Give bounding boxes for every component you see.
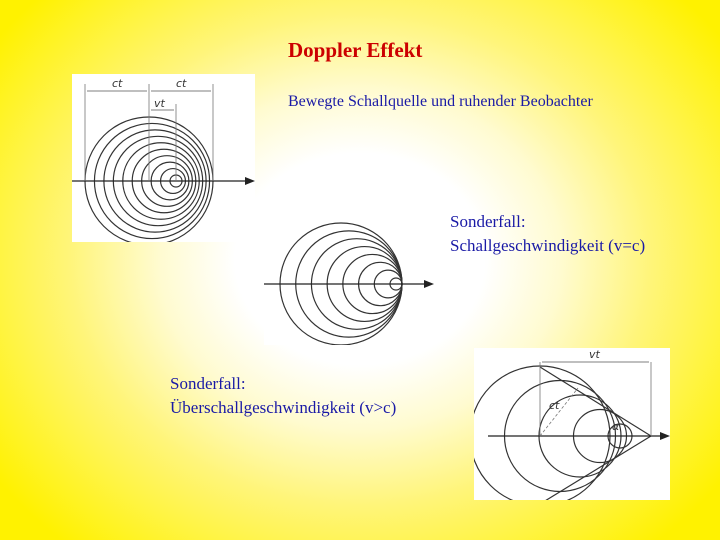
mach-cone-lower bbox=[545, 435, 652, 500]
axis-arrowhead bbox=[660, 432, 670, 440]
sonderfall-schall-line1: Sonderfall: bbox=[450, 212, 526, 231]
doppler-subsonic-diagram: ct ct vt bbox=[72, 74, 255, 242]
label-vt: vt bbox=[589, 348, 601, 361]
label-ct: ct bbox=[549, 399, 560, 412]
label-vt: vt bbox=[154, 97, 166, 110]
slide-subtitle: Bewegte Schallquelle und ruhender Beobac… bbox=[288, 93, 593, 110]
slide-title: Doppler Effekt bbox=[288, 38, 423, 62]
doppler-subsonic-svg: ct ct vt bbox=[72, 77, 255, 242]
sonderfall-ueberschall-line2: Überschallgeschwindigkeit (v>c) bbox=[170, 398, 397, 417]
doppler-sonic-diagram bbox=[264, 222, 434, 345]
radius-ct bbox=[539, 387, 579, 437]
label-alpha: α bbox=[612, 420, 620, 433]
sonderfall-ueberschall-label: Sonderfall: Überschallgeschwindigkeit (v… bbox=[170, 372, 396, 420]
wavefront-circles bbox=[474, 365, 633, 500]
sonderfall-schall-line2: Schallgeschwindigkeit (v=c) bbox=[450, 236, 646, 255]
mach-cone-upper bbox=[539, 366, 652, 437]
doppler-supersonic-svg: vt ct α bbox=[474, 348, 670, 500]
wavefront-circle bbox=[474, 365, 611, 500]
doppler-supersonic-diagram: vt ct α bbox=[474, 348, 670, 500]
axis-arrowhead bbox=[245, 177, 255, 185]
axis-arrowhead bbox=[424, 280, 434, 288]
sonderfall-schall-label: Sonderfall: Schallgeschwindigkeit (v=c) bbox=[450, 210, 645, 258]
doppler-sonic-svg bbox=[264, 222, 434, 345]
sonderfall-ueberschall-line1: Sonderfall: bbox=[170, 374, 246, 393]
label-ct-right: ct bbox=[176, 77, 187, 90]
label-ct-left: ct bbox=[112, 77, 123, 90]
